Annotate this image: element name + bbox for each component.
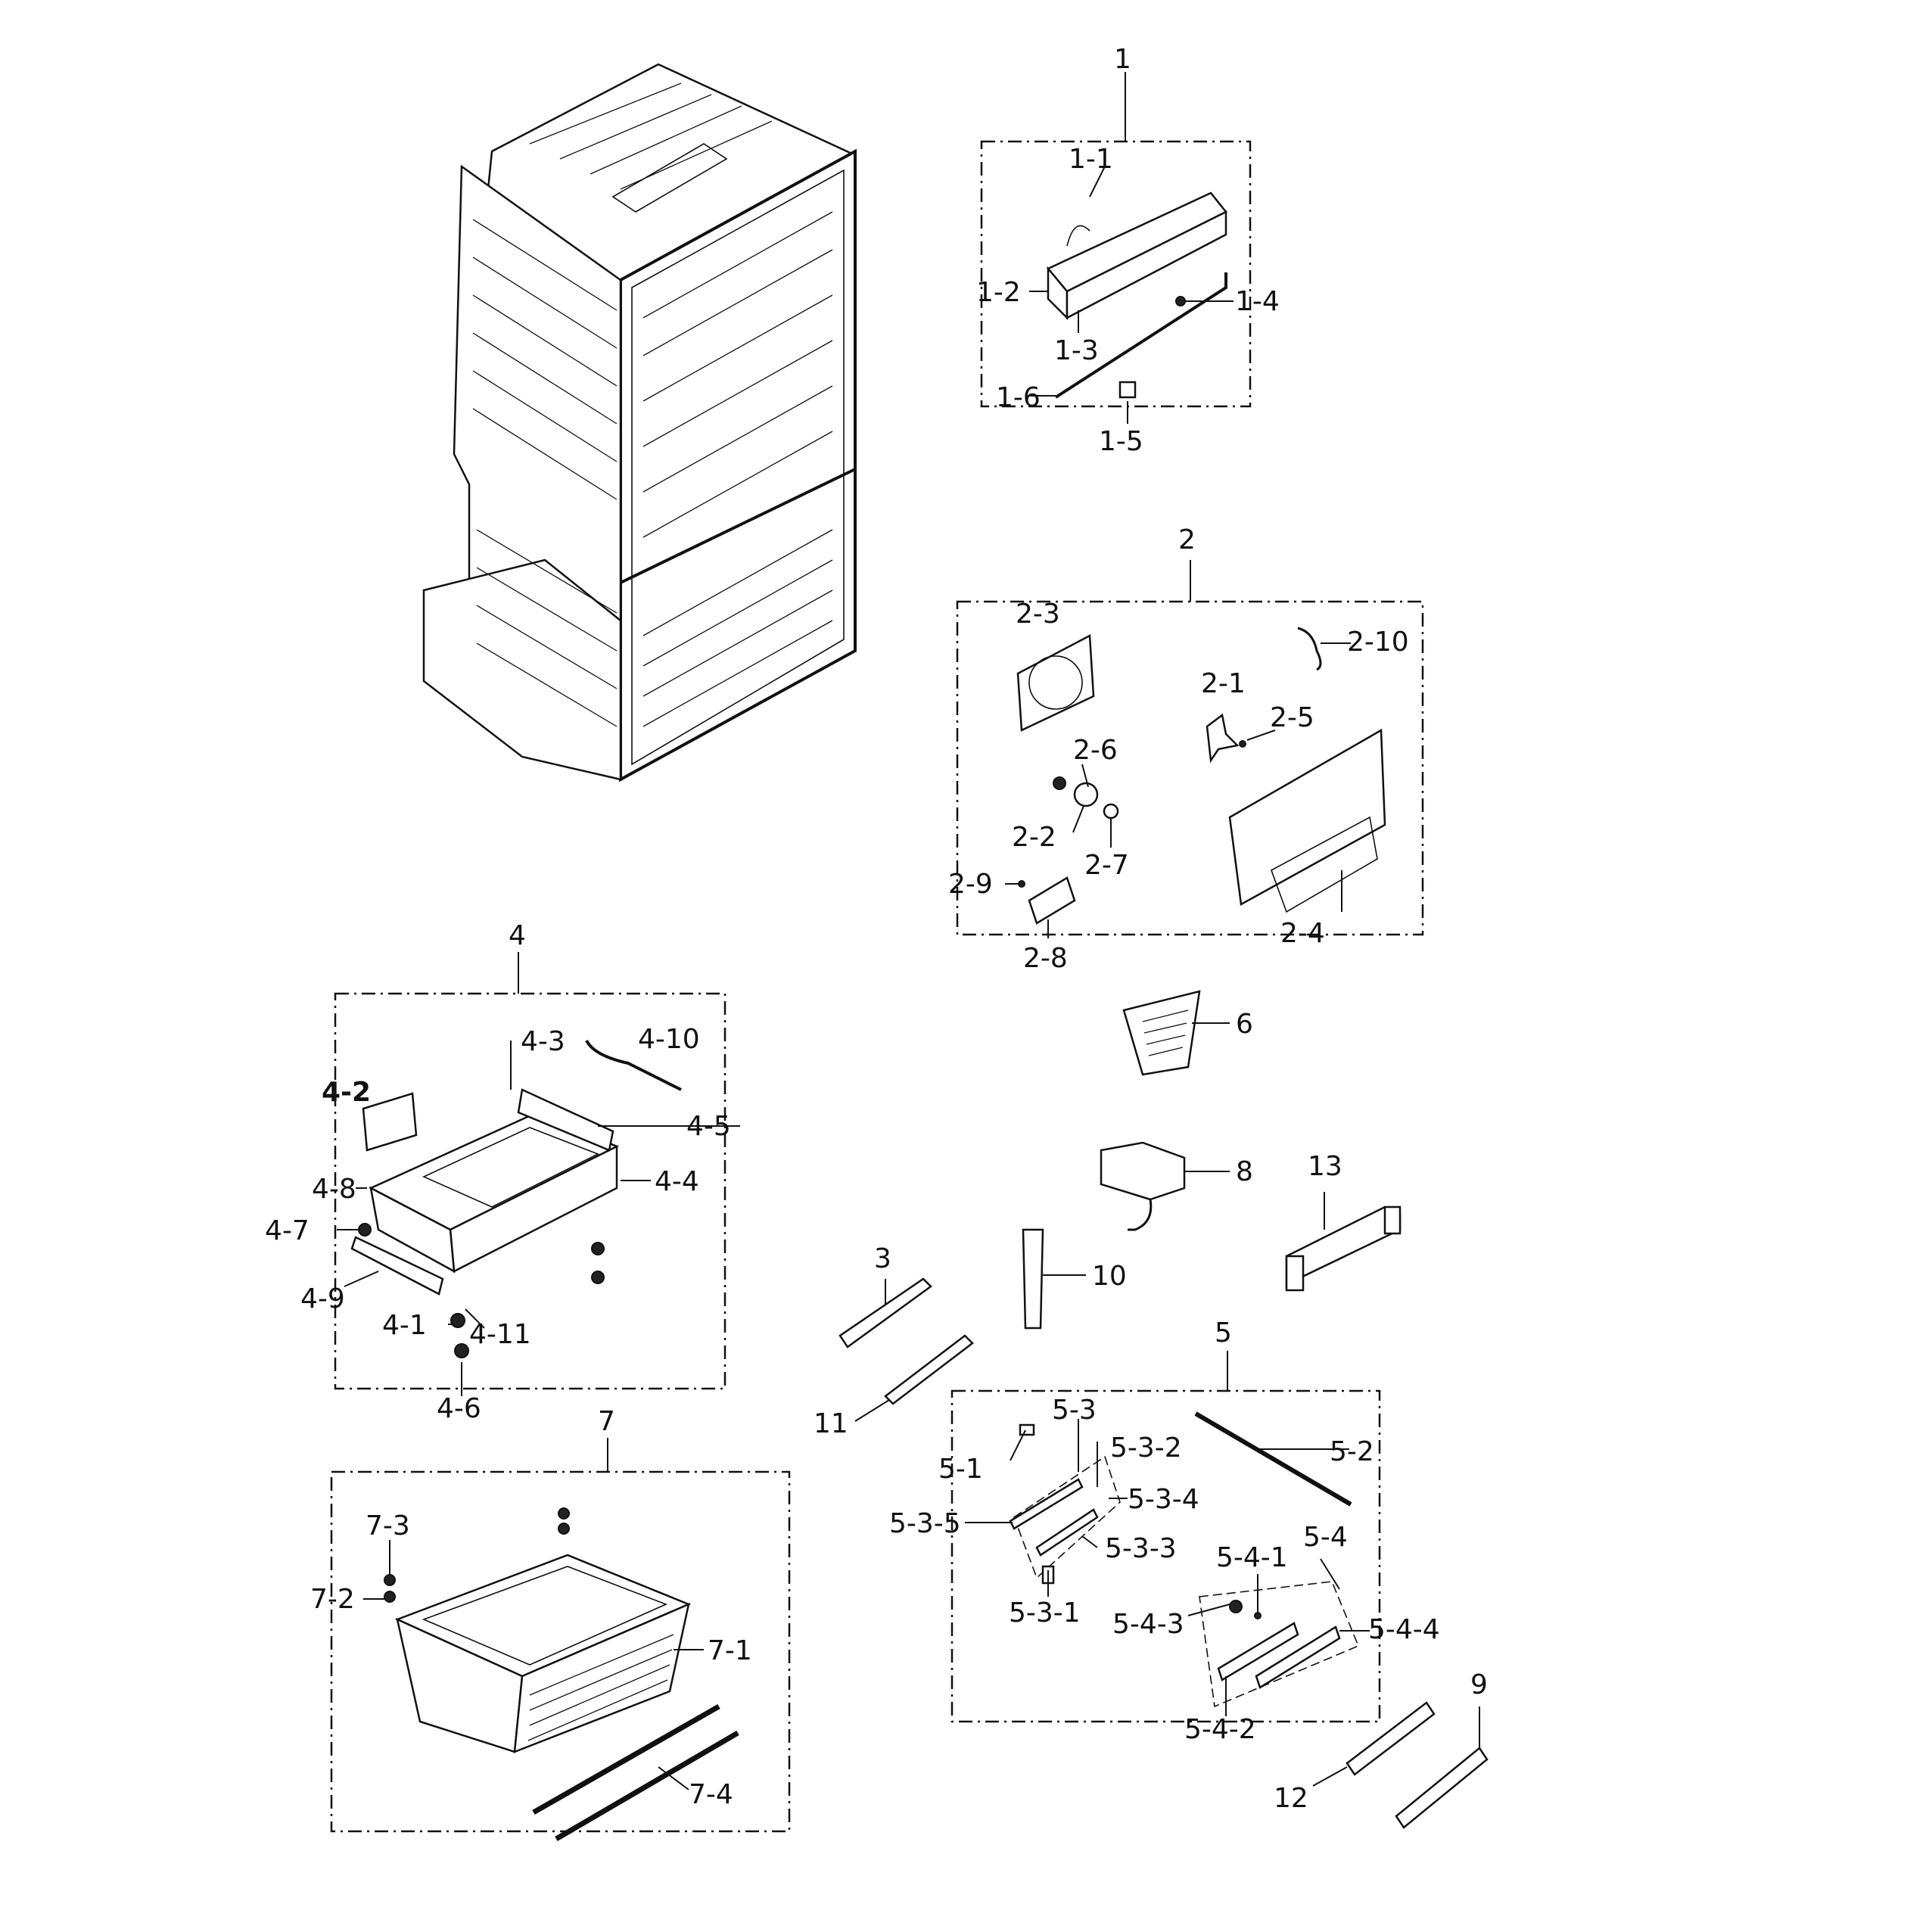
part-11-rail: 11: [814, 1334, 974, 1439]
label-10: 10: [1092, 1261, 1127, 1292]
label-5-3-5: 5-3-5: [889, 1508, 961, 1539]
label-7: 7: [598, 1406, 615, 1437]
label-1-5: 1-5: [1099, 426, 1143, 457]
label-4-7: 4-7: [265, 1215, 310, 1246]
label-1-3: 1-3: [1054, 335, 1099, 366]
label-2-3: 2-3: [1016, 599, 1060, 630]
label-7-1: 7-1: [708, 1635, 752, 1666]
label-2-8: 2-8: [1023, 943, 1068, 974]
part-13-handle: 13: [1285, 1151, 1402, 1292]
label-5-3-1: 5-3-1: [1009, 1597, 1081, 1628]
label-4-8: 4-8: [312, 1174, 356, 1205]
refrigerator-cabinet: [422, 63, 857, 782]
label-5-2: 5-2: [1330, 1436, 1374, 1467]
label-5-4: 5-4: [1303, 1522, 1348, 1553]
part-2-4-cover-panel: [1228, 728, 1386, 913]
label-1-1: 1-1: [1069, 144, 1113, 175]
label-5-4-4: 5-4-4: [1368, 1614, 1440, 1645]
part-7-1-freezer-basket: [394, 1554, 692, 1753]
label-5-4-3: 5-4-3: [1112, 1609, 1184, 1640]
label-7-2: 7-2: [310, 1584, 355, 1615]
label-6: 6: [1236, 1009, 1253, 1040]
label-2: 2: [1178, 524, 1196, 555]
label-5-4-2: 5-4-2: [1184, 1714, 1256, 1745]
label-2-1: 2-1: [1201, 668, 1246, 699]
assembly-group-1: 1 1-1 1-2 1-3 1-4 1-5 1-6: [976, 44, 1280, 457]
label-1-4: 1-4: [1235, 286, 1280, 317]
label-5-3-3: 5-3-3: [1105, 1533, 1177, 1564]
label-4-10: 4-10: [638, 1024, 700, 1055]
label-8: 8: [1236, 1156, 1253, 1187]
label-5: 5: [1215, 1317, 1232, 1349]
label-1-6: 1-6: [996, 382, 1041, 413]
label-2-9: 2-9: [948, 869, 993, 900]
label-1: 1: [1114, 44, 1131, 75]
label-4-6: 4-6: [437, 1393, 481, 1424]
label-7-3: 7-3: [366, 1510, 410, 1541]
assembly-group-2: 2 2-3 2-10 2-1 2-5 2-6 2-2 2-7 2-9 2-8 2…: [948, 524, 1424, 974]
label-4-9: 4-9: [300, 1283, 345, 1314]
label-4-4: 4-4: [655, 1166, 699, 1197]
label-2-10: 2-10: [1347, 627, 1409, 658]
assembly-group-5: 5 5-3 5-2 5-3-2 5-1 5-3-4 5-3-5 5-4 5-3-…: [889, 1317, 1440, 1745]
label-5-3-4: 5-3-4: [1128, 1484, 1199, 1515]
part-4-crisper-drawer: [350, 1088, 619, 1296]
label-5-3: 5-3: [1052, 1395, 1097, 1426]
part-6-filter-cover: 6: [1122, 990, 1253, 1076]
label-5-3-2: 5-3-2: [1110, 1432, 1182, 1464]
label-2-4: 2-4: [1280, 918, 1325, 949]
label-9: 9: [1470, 1669, 1488, 1700]
label-12: 12: [1274, 1783, 1308, 1814]
label-7-4: 7-4: [689, 1779, 733, 1810]
label-2-2: 2-2: [1012, 822, 1056, 853]
part-2-3-fan-bracket: [1016, 633, 1095, 732]
label-13: 13: [1308, 1151, 1342, 1182]
label-4-2: 4-2: [322, 1077, 371, 1108]
label-11: 11: [814, 1408, 848, 1439]
assembly-group-7: 7 7-3 7-2 7-1 7-4: [310, 1406, 791, 1842]
label-4: 4: [509, 920, 526, 951]
label-2-7: 2-7: [1084, 850, 1129, 881]
part-12-rail: 12: [1274, 1701, 1436, 1814]
label-4-1: 4-1: [382, 1310, 427, 1341]
part-10-rod: 10: [1022, 1228, 1127, 1330]
part-3-rail: 3: [838, 1243, 932, 1349]
label-4-11: 4-11: [469, 1319, 531, 1350]
part-5-4-rail-assembly: [1199, 1581, 1360, 1708]
label-4-3: 4-3: [521, 1026, 565, 1057]
assembly-group-4: 4 4-3 4-10 4-2 4-5 4-8 4-4 4-7 4-9 4-1 4…: [265, 920, 740, 1424]
part-8-dispenser-unit: 8: [1100, 1141, 1253, 1231]
part-1-assembly: [1046, 191, 1227, 399]
part-9-rail: 9: [1395, 1669, 1489, 1829]
label-3: 3: [874, 1243, 891, 1274]
label-5-1: 5-1: [938, 1454, 983, 1485]
label-2-6: 2-6: [1073, 735, 1118, 766]
label-4-5: 4-5: [686, 1111, 731, 1142]
part-5-3-rail-assembly: [1009, 1455, 1121, 1585]
label-2-5: 2-5: [1270, 702, 1314, 733]
label-5-4-1: 5-4-1: [1216, 1542, 1288, 1573]
label-1-2: 1-2: [976, 277, 1021, 308]
